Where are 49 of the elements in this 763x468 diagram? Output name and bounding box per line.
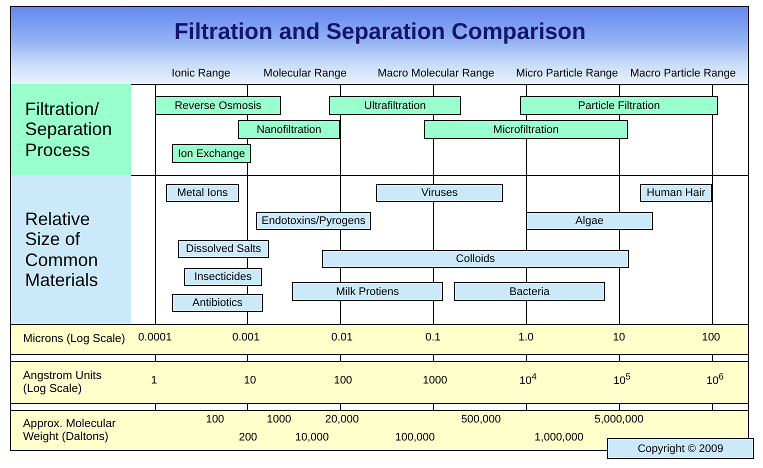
material-bar: Human Hair [640, 184, 712, 202]
material-bar: Bacteria [454, 282, 605, 301]
material-bar: Algae [526, 212, 653, 230]
process-bar: Reverse Osmosis [155, 96, 281, 115]
scale-value: 1000 [266, 413, 292, 427]
material-bar: Metal Ions [166, 184, 239, 202]
scale-value: 1,000,000 [534, 431, 584, 445]
range-label: Macro Particle Range [630, 67, 736, 81]
process-bar: Ultrafiltration [329, 96, 461, 115]
material-bar: Endotoxins/Pyrogens [256, 212, 371, 230]
scale-value: 10$^{5}$ [613, 372, 631, 388]
scale-value: 100 [702, 331, 720, 345]
material-bar: Milk Protiens [292, 282, 443, 301]
range-label: Ionic Range [172, 67, 230, 81]
material-bar: Insecticides [184, 268, 262, 286]
range-label: Molecular Range [263, 67, 347, 81]
process-bar: Nanofiltration [238, 120, 340, 139]
row-header: Relative Size of Common Materials [10, 175, 131, 324]
scale-value: 5,000,000 [594, 413, 644, 427]
material-bar: Dissolved Salts [178, 240, 269, 258]
process-bar: Particle Filtration [520, 96, 718, 115]
scale-value: 10 [612, 331, 626, 345]
range-label: Micro Particle Range [516, 67, 618, 81]
material-bar: Colloids [322, 250, 629, 268]
scale-value: 1.0 [518, 331, 534, 345]
scale-value: 500,000 [461, 413, 501, 427]
scale-value: 1 [150, 374, 158, 388]
scale-value: 0.0001 [138, 331, 172, 345]
material-bar: Antibiotics [172, 294, 263, 312]
copyright-note: Copyright © 2009 [607, 438, 754, 459]
chart-title: Filtration and Separation Comparison [174, 18, 586, 44]
scale-value: 100,000 [395, 431, 435, 445]
scale-value: 10$^{4}$ [519, 372, 537, 388]
scale-value: 200 [238, 431, 258, 445]
scale-value: 10$^{6}$ [706, 372, 724, 388]
scale-value: 10,000 [295, 431, 329, 445]
scale-value: 100 [334, 374, 352, 388]
scale-value: 20,000 [325, 413, 359, 427]
process-bar: Microfiltration [424, 120, 628, 139]
scale-value: 100 [206, 413, 224, 427]
scale-value: 0.001 [232, 331, 260, 345]
material-bar: Viruses [376, 184, 503, 202]
row-header: Filtration/ Separation Process [10, 84, 131, 175]
scale-value: 10 [244, 374, 256, 388]
range-label: Macro Molecular Range [378, 67, 494, 81]
scale-value: 0.01 [331, 331, 353, 345]
scale-value: 1000 [422, 374, 448, 388]
scale-value: 0.1 [425, 331, 441, 345]
process-bar: Ion Exchange [172, 144, 251, 163]
